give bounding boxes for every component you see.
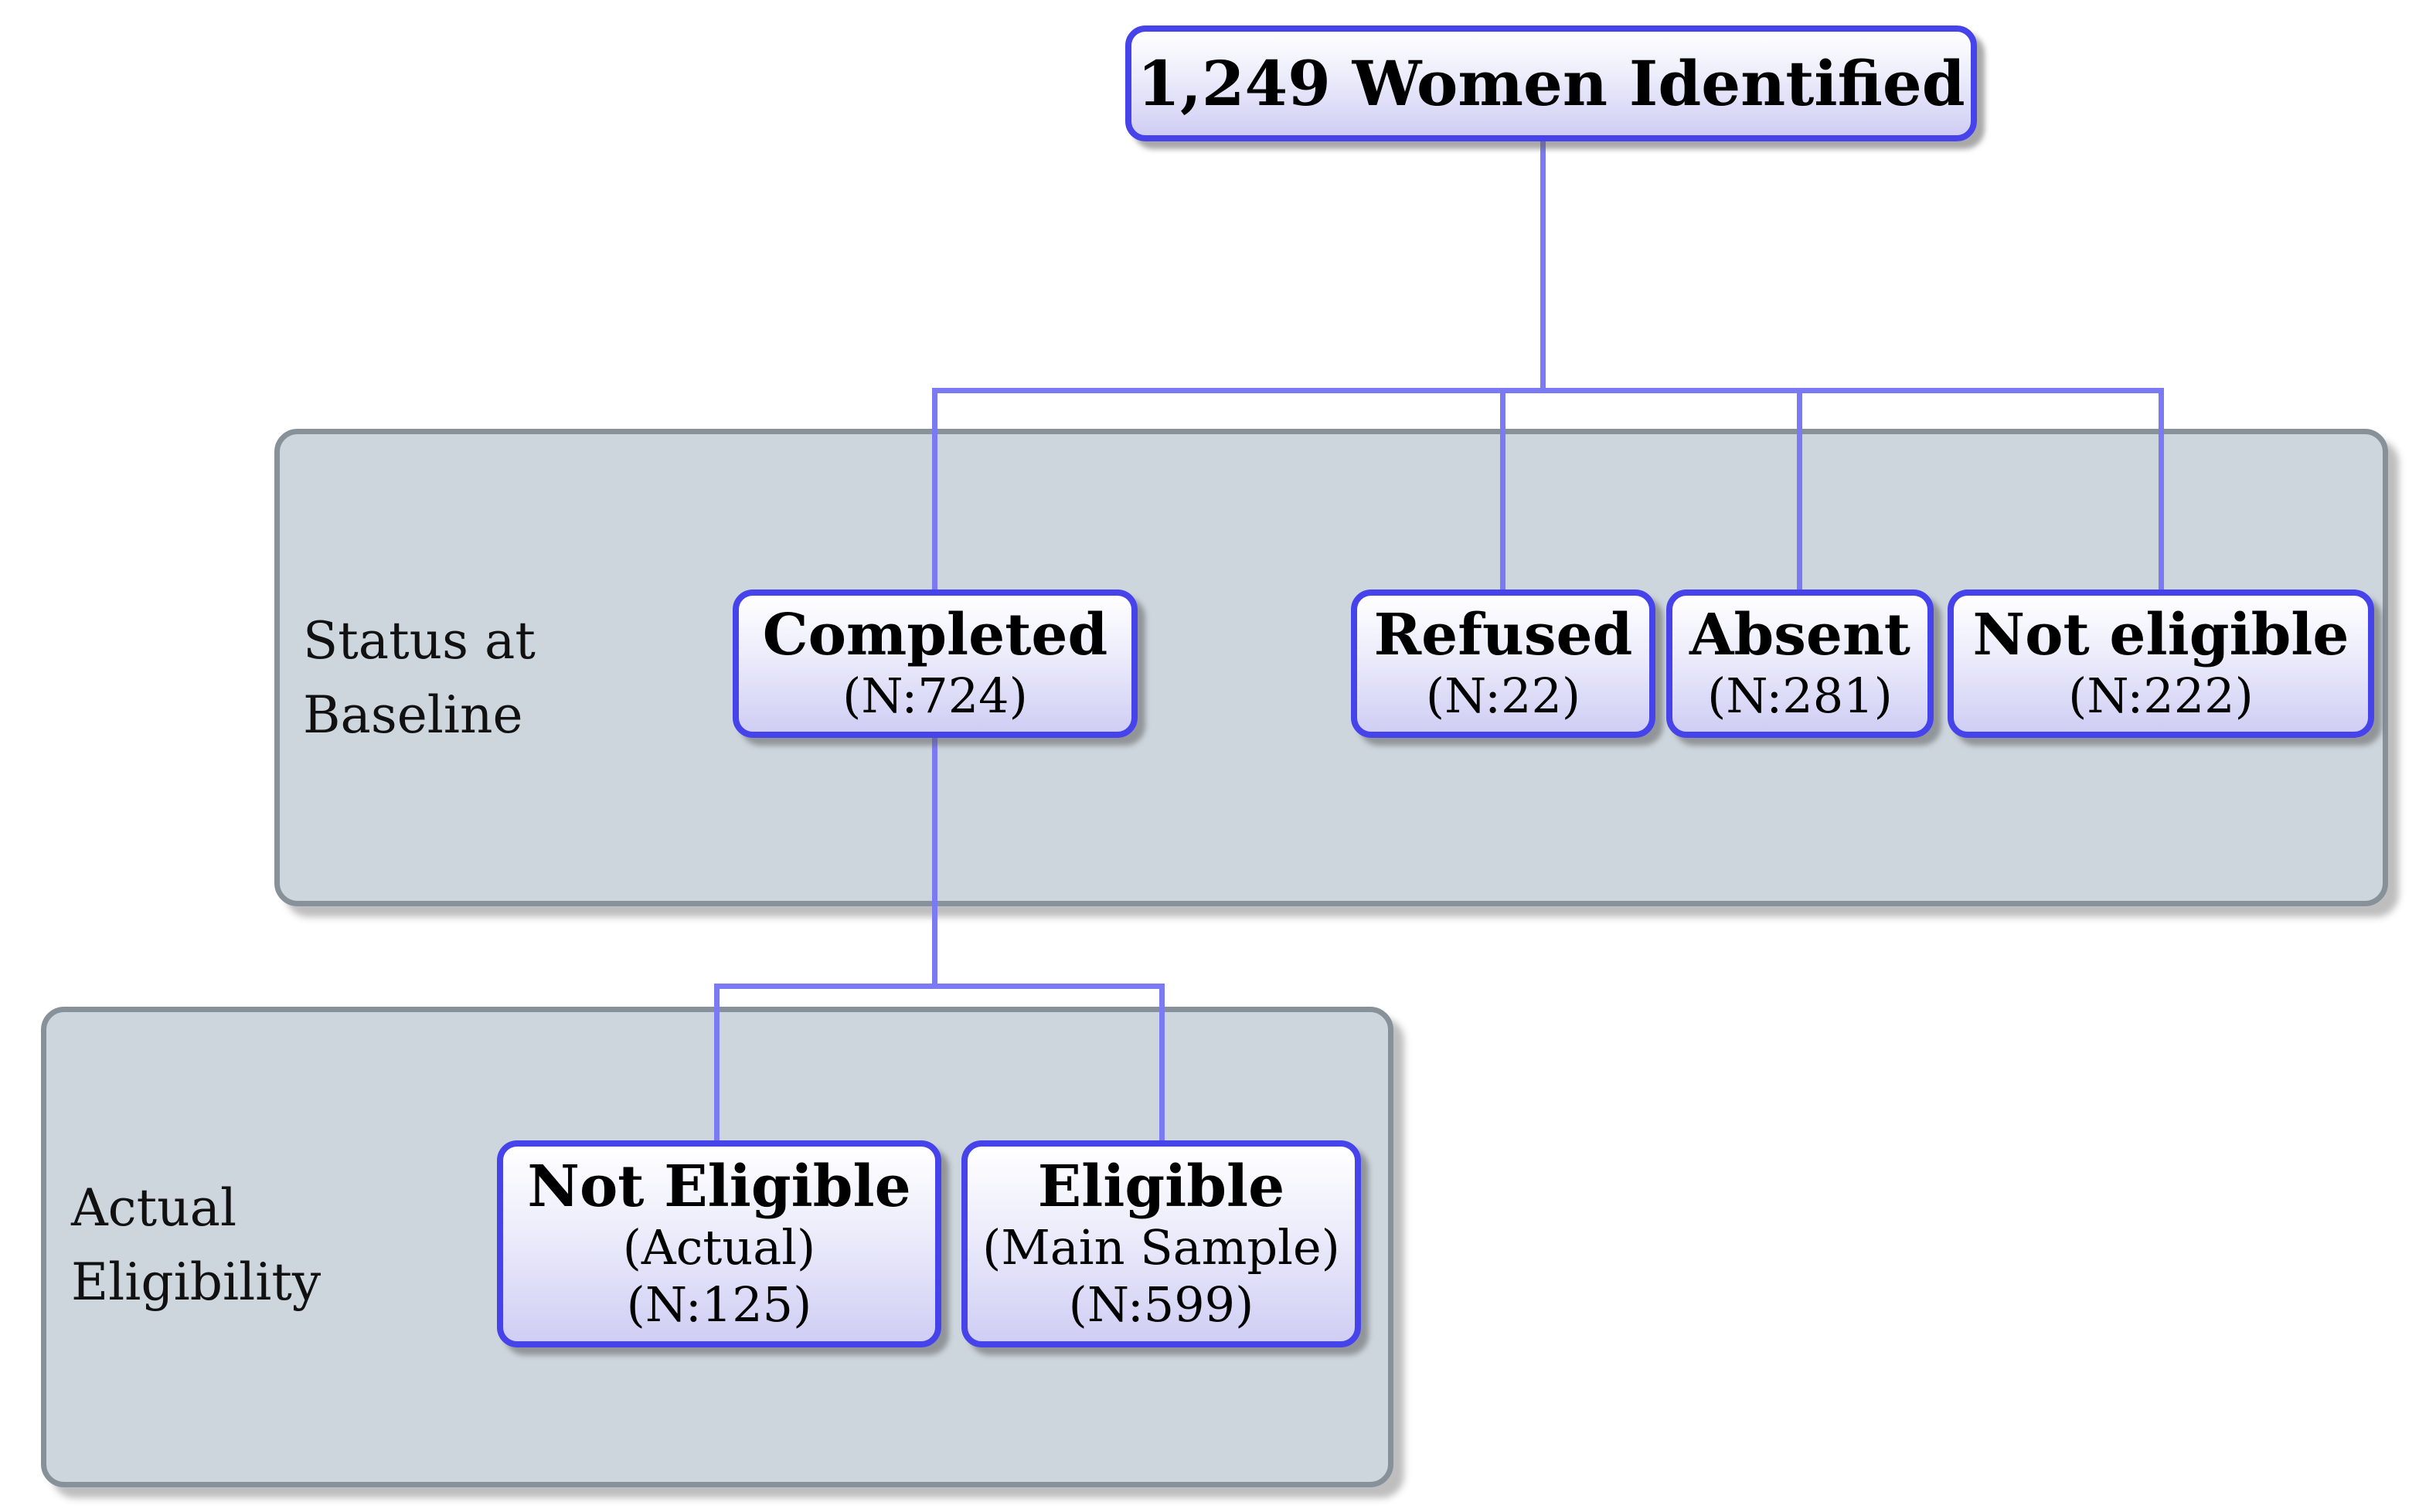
node-not-eligible-actual-count: (N:125) xyxy=(626,1276,812,1333)
status-label-line-1: Status at xyxy=(303,611,536,671)
status-label-line-2: Baseline xyxy=(303,685,523,745)
connector-drop-completed xyxy=(932,388,937,595)
node-completed-title: Completed xyxy=(762,602,1108,668)
actual-eligibility-label: Actual Eligibility xyxy=(71,1171,321,1320)
node-not-eligible-actual: Not Eligible (Actual) (N:125) xyxy=(497,1140,941,1347)
connector-completed-stem xyxy=(932,734,937,989)
node-completed: Completed (N:724) xyxy=(733,590,1138,738)
actual-label-line-1: Actual xyxy=(71,1178,237,1238)
node-refused: Refused (N:22) xyxy=(1351,590,1655,738)
node-women-identified: 1,249 Women Identified xyxy=(1125,25,1977,141)
node-refused-count: (N:22) xyxy=(1425,668,1581,724)
node-eligible-title: Eligible xyxy=(1037,1154,1285,1220)
node-absent-title: Absent xyxy=(1689,602,1910,668)
node-refused-title: Refused xyxy=(1373,602,1633,668)
connector-drop-eligible xyxy=(1159,984,1165,1146)
status-at-baseline-label: Status at Baseline xyxy=(303,604,536,753)
node-eligible-count: (N:599) xyxy=(1068,1276,1254,1333)
connector-eligibility-split-bar xyxy=(714,984,1165,989)
connector-drop-not-eligible xyxy=(2159,388,2164,595)
connector-drop-absent xyxy=(1797,388,1802,595)
node-absent: Absent (N:281) xyxy=(1666,590,1934,738)
connector-baseline-split-bar xyxy=(932,388,2164,393)
actual-label-line-2: Eligibility xyxy=(71,1252,322,1312)
node-not-eligible-actual-title: Not Eligible xyxy=(527,1154,911,1220)
connector-drop-refused xyxy=(1500,388,1505,595)
node-eligible-main-sample: Eligible (Main Sample) (N:599) xyxy=(961,1140,1361,1347)
node-completed-count: (N:724) xyxy=(842,668,1028,724)
connector-root-stem xyxy=(1540,141,1546,393)
node-absent-count: (N:281) xyxy=(1707,668,1893,724)
node-not-eligible-title: Not eligible xyxy=(1972,602,2349,668)
connector-drop-not-eligible-actual xyxy=(714,984,720,1146)
node-not-eligible-actual-qualifier: (Actual) xyxy=(622,1219,816,1276)
node-women-identified-title: 1,249 Women Identified xyxy=(1137,47,1965,120)
node-not-eligible: Not eligible (N:222) xyxy=(1948,590,2374,738)
node-not-eligible-count: (N:222) xyxy=(2068,668,2254,724)
node-eligible-qualifier: (Main Sample) xyxy=(982,1219,1340,1276)
